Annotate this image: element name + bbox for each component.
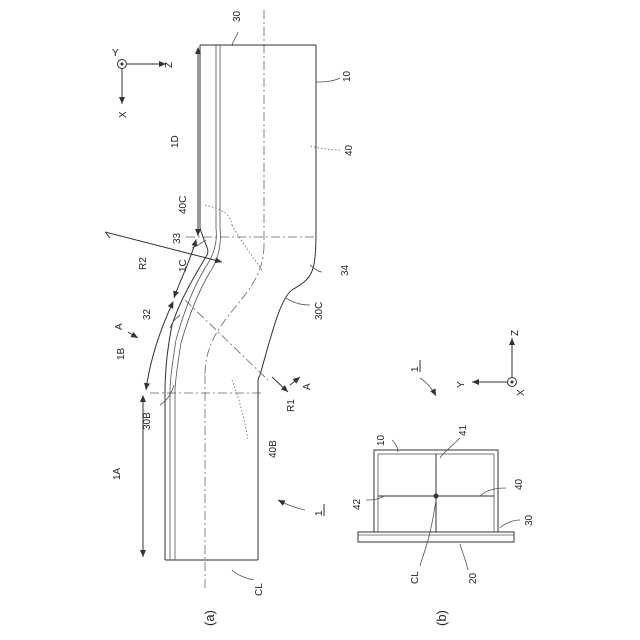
leader-40-b (480, 488, 506, 496)
label-20-b: 20 (468, 572, 479, 584)
section-center-point (434, 494, 439, 499)
leader-10 (316, 78, 340, 82)
label-34: 34 (340, 264, 351, 276)
axes-b: Z Y X (456, 330, 527, 396)
flange-inner-line-2-bend (175, 228, 220, 392)
label-1b: 1B (116, 347, 127, 360)
leader-30c (286, 298, 310, 305)
leader-33 (192, 240, 206, 248)
leader-cl-b (420, 500, 436, 566)
label-42-b: 42 (352, 498, 363, 510)
label-1d: 1D (170, 135, 181, 148)
section-line-a-a (185, 300, 268, 380)
axis-label-x-b: X (516, 389, 527, 396)
radius-arrow-r1 (272, 377, 288, 392)
section-arrow-a-bottom (290, 377, 300, 385)
leader-42-b (366, 496, 384, 500)
label-40: 40 (344, 144, 355, 156)
label-10-b: 10 (376, 434, 387, 446)
leader-30b (160, 385, 174, 405)
label-40-b: 40 (514, 478, 525, 490)
label-1a: 1A (112, 467, 123, 480)
label-40c: 40C (178, 196, 189, 214)
y-axis-dot (121, 63, 124, 66)
axis-label-y-b: Y (456, 381, 467, 388)
leader-41-b (440, 438, 460, 458)
leader-20-b (460, 544, 468, 570)
label-30: 30 (232, 10, 243, 22)
center-line-bend (205, 245, 264, 375)
label-1: 1 (314, 510, 325, 516)
caption-a: (a) (202, 610, 217, 626)
label-10: 10 (342, 70, 353, 82)
section-arrow-a-top (128, 332, 138, 338)
leader-40c (205, 205, 232, 225)
leader-40b (232, 380, 248, 440)
leader-30-b (500, 520, 520, 528)
caption-b: (b) (434, 610, 449, 626)
radius-line-r2 (105, 232, 222, 262)
label-32: 32 (142, 308, 153, 320)
axis-label-z: Z (164, 62, 175, 68)
leader-1 (282, 502, 305, 510)
label-r1: R1 (286, 399, 297, 412)
dimension-lines (143, 48, 198, 557)
label-30-b: 30 (524, 514, 535, 526)
label-30b: 30B (142, 412, 153, 430)
label-cl: CL (254, 583, 265, 596)
leader-cl (232, 570, 254, 580)
figure-a: Y Z X (105, 10, 355, 626)
radius-tick-r2 (106, 233, 110, 238)
axis-label-y: Y (112, 48, 119, 59)
label-30c: 30C (314, 302, 325, 320)
label-41-b: 41 (458, 424, 469, 436)
tube-right-edge-bend (260, 230, 316, 375)
label-cl-b: CL (410, 571, 421, 584)
label-a-bottom: A (302, 383, 313, 390)
axes-a: Y Z X (112, 48, 175, 118)
label-40b: 40B (268, 440, 279, 458)
leader-30 (232, 32, 238, 46)
axis-label-x: X (118, 111, 129, 118)
tube-right-edge-fillet (258, 375, 260, 384)
label-1-b: 1 (410, 366, 421, 372)
partition-curve-upper (232, 225, 262, 270)
axis-label-z-b: Z (510, 330, 521, 336)
leader-1-arrow (278, 500, 282, 502)
cross-section (358, 450, 514, 542)
leader-1-b (420, 378, 436, 396)
leader-40 (310, 146, 340, 150)
section-flange-plate (358, 532, 514, 542)
label-r2: R2 (138, 257, 149, 270)
label-33: 33 (172, 232, 183, 244)
label-1c: 1C (178, 259, 189, 272)
x-axis-dot (511, 381, 514, 384)
figure-b: Z Y X 1 10 41 40 42 30 CL (352, 330, 535, 626)
label-a-top: A (114, 323, 125, 330)
